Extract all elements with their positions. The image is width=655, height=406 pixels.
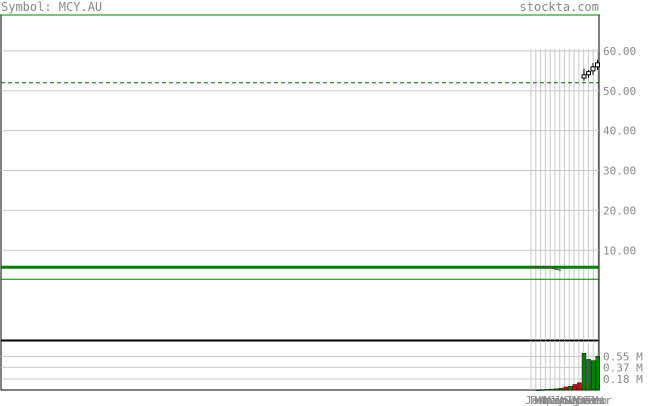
volume-bar	[540, 389, 545, 391]
month-label: Feb	[587, 394, 607, 406]
site-label: stockta.com	[520, 0, 599, 14]
month-label: Mar	[535, 394, 555, 406]
volume-bar	[545, 389, 550, 391]
price-tick-label: 10.00	[603, 244, 636, 257]
volume-bar	[563, 386, 568, 391]
price-gridlines	[1, 50, 599, 251]
volume-tick-label: 0.55 M	[603, 350, 643, 363]
volume-bar	[577, 382, 582, 391]
candle-body	[586, 71, 591, 76]
month-gridlines	[530, 49, 599, 390]
volume-bar	[581, 353, 587, 391]
price-bands	[1, 82, 599, 280]
month-label: Nov	[573, 394, 593, 406]
volume-gridlines	[1, 355, 599, 380]
symbol-label: Symbol: MCY.AU	[1, 0, 102, 14]
volume-tick-label: 0.18 M	[603, 373, 643, 386]
candle-body	[590, 66, 596, 72]
price-tick-label: 20.00	[603, 204, 636, 217]
volume-bar	[572, 384, 577, 391]
price-tick-labels: 10.00 20.00 30.00 40.00 50.00 60.00	[603, 45, 636, 257]
month-label: May	[544, 394, 564, 406]
volume-bar	[591, 360, 596, 391]
month-label: Apr	[539, 394, 559, 406]
month-label: Jan	[582, 394, 602, 406]
month-label: Oct	[568, 394, 588, 406]
price-tick-label: 60.00	[603, 45, 636, 58]
early-price-line	[531, 266, 562, 271]
month-label: Jun	[549, 394, 569, 406]
month-label: Dec	[578, 394, 598, 406]
month-label: Sep	[563, 394, 583, 406]
price-tick-label: 50.00	[603, 85, 636, 98]
volume-bar	[568, 386, 573, 391]
volume-bar	[558, 387, 564, 391]
candle-body	[581, 74, 587, 79]
volume-bar	[535, 389, 541, 391]
price-candles	[581, 59, 600, 81]
volume-panel-frame	[0, 340, 600, 391]
price-panel-frame	[0, 14, 600, 341]
month-label: Feb	[530, 394, 550, 406]
month-label: Mar	[592, 394, 612, 406]
price-tick-label: 30.00	[603, 165, 636, 178]
volume-bar	[554, 388, 559, 391]
volume-tick-labels: 0.18 M0.37 M0.55 M	[603, 350, 643, 386]
volume-bar	[549, 388, 554, 391]
volume-bars	[535, 353, 600, 391]
month-label: Jan	[525, 394, 545, 406]
candle-body	[595, 62, 600, 68]
month-label: Jul	[554, 394, 574, 406]
price-tick-label: 40.00	[603, 125, 636, 138]
month-labels: JanFebMarAprMayJunJulAugSepOctNovDecJanF…	[525, 394, 612, 406]
volume-tick-label: 0.37 M	[603, 361, 643, 374]
volume-bar	[586, 359, 591, 391]
month-label: Aug	[559, 394, 579, 406]
volume-bar	[595, 356, 600, 391]
